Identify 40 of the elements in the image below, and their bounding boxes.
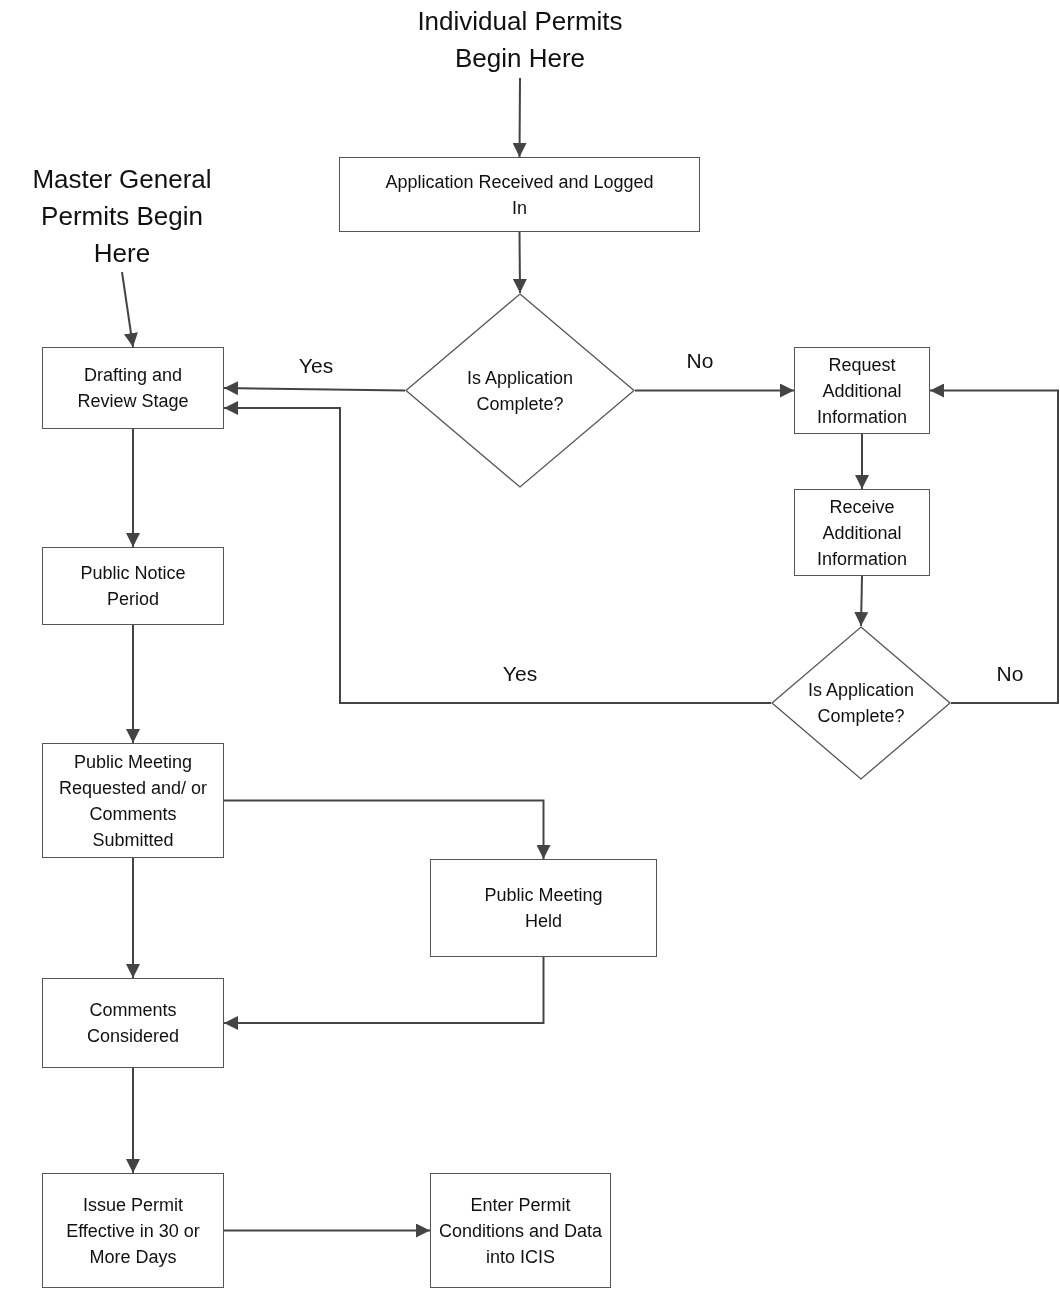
arrow — [512, 231, 527, 294]
step-text: Comments Considered — [85, 999, 181, 1048]
process-box — [339, 157, 700, 232]
arrow — [929, 383, 1059, 704]
arrow — [223, 799, 551, 860]
arrow — [223, 956, 545, 1030]
step-text: Public Meeting Requested and/ or Comments Submitted — [57, 750, 209, 852]
process-box — [42, 547, 224, 625]
arrow — [126, 428, 140, 548]
step-text: Drafting and Review Stage — [76, 364, 190, 413]
start-label: Individual Permits Begin Here — [416, 5, 624, 75]
arrow — [223, 381, 406, 396]
step-text: Is Application Complete? — [806, 679, 916, 728]
step-text: Receive Additional Information — [815, 495, 908, 571]
process-box — [42, 347, 224, 429]
arrow — [634, 383, 795, 398]
arrow — [223, 1223, 431, 1238]
step-text: Enter Permit Conditions and Data into ICIS — [438, 1193, 603, 1269]
arrow — [855, 433, 869, 490]
arrow — [512, 77, 527, 158]
arrow — [223, 401, 772, 704]
process-box — [794, 347, 930, 434]
process-box — [430, 859, 657, 957]
step-text: Request Additional Information — [815, 353, 908, 429]
step-text: Public Meeting Held — [483, 884, 604, 933]
process-box — [430, 1173, 611, 1288]
arrow — [126, 857, 140, 979]
process-box — [42, 743, 224, 858]
arrow — [854, 575, 869, 627]
process-box — [42, 1173, 224, 1288]
arrow — [126, 1067, 140, 1174]
process-box — [794, 489, 930, 576]
step-text: Issue Permit Effective in 30 or More Days — [65, 1193, 201, 1269]
arrow — [126, 624, 140, 744]
step-text: Public Notice Period — [79, 562, 187, 611]
step-text: Is Application Complete? — [465, 366, 575, 416]
process-box — [42, 978, 224, 1068]
arrow — [121, 271, 138, 348]
step-text: Application Received and Logged In — [384, 170, 655, 220]
start-label: Master General Permits Begin Here — [31, 162, 213, 270]
